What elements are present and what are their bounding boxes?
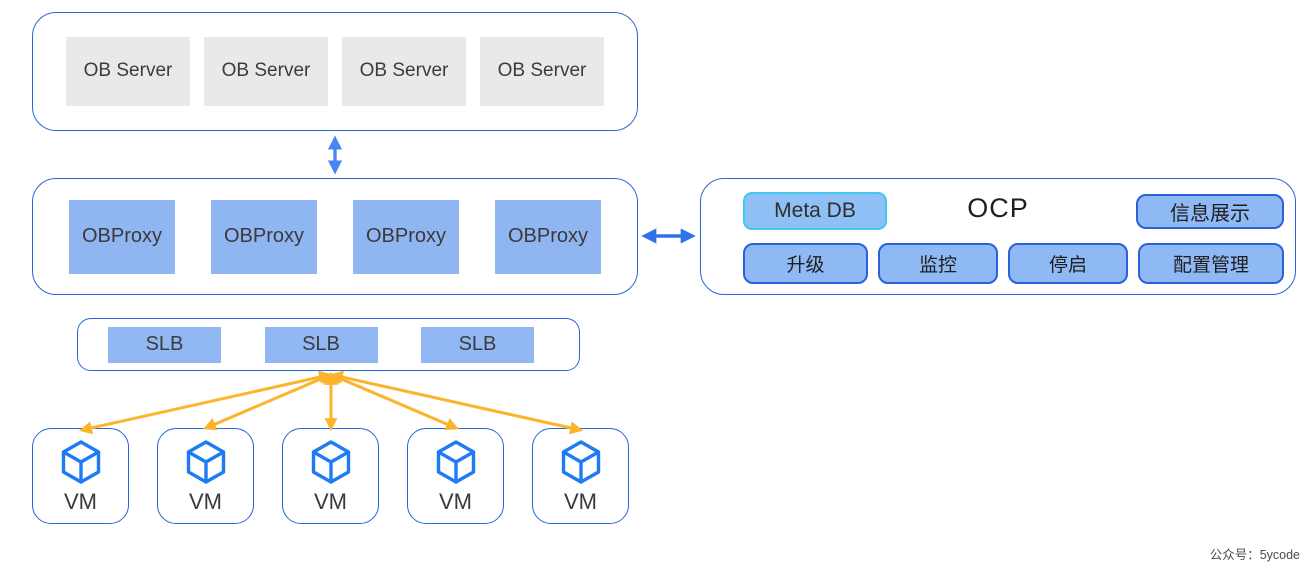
slb-vm2-arrow bbox=[202, 372, 334, 431]
vm-node: VM bbox=[32, 428, 129, 524]
ocp-panel: OCP Meta DB 信息展示 升级 监控 停启 配置管理 bbox=[700, 178, 1296, 295]
ob-server-cluster: OB Server OB Server OB Server OB Server bbox=[32, 12, 638, 131]
cube-icon bbox=[61, 440, 100, 484]
slb-vm4-arrow bbox=[328, 372, 460, 431]
ob-server-node: OB Server bbox=[204, 37, 328, 106]
ocp-config-mgmt-box: 配置管理 bbox=[1138, 243, 1284, 284]
cube-icon bbox=[561, 440, 600, 484]
vm-node: VM bbox=[282, 428, 379, 524]
obproxy-node: OBProxy bbox=[353, 199, 459, 274]
obproxy-node: OBProxy bbox=[69, 199, 175, 274]
watermark-text: 公众号：5ycode bbox=[1209, 548, 1300, 562]
vm-label: VM bbox=[64, 489, 97, 514]
cube-icon bbox=[311, 440, 350, 484]
obproxy-node: OBProxy bbox=[495, 199, 601, 274]
obproxy-node: OBProxy bbox=[211, 199, 317, 274]
ob-server-node: OB Server bbox=[480, 37, 604, 106]
cube-icon bbox=[186, 440, 225, 484]
vm-label: VM bbox=[439, 489, 472, 514]
ob-server-node: OB Server bbox=[342, 37, 466, 106]
vm-label: VM bbox=[189, 489, 222, 514]
slb-vm5-arrow bbox=[329, 370, 584, 435]
ocp-upgrade-box: 升级 bbox=[743, 243, 868, 284]
ocp-stop-start-box: 停启 bbox=[1008, 243, 1128, 284]
vm-label: VM bbox=[314, 489, 347, 514]
cube-icon bbox=[436, 440, 475, 484]
slb-vm1-arrow bbox=[78, 370, 333, 435]
vm-node: VM bbox=[532, 428, 629, 524]
slb-cluster: SLB SLB SLB bbox=[77, 318, 580, 371]
ob-server-node: OB Server bbox=[66, 37, 190, 106]
obproxy-cluster: OBProxy OBProxy OBProxy OBProxy bbox=[32, 178, 638, 295]
vm-node: VM bbox=[407, 428, 504, 524]
slb-node: SLB bbox=[108, 326, 221, 363]
vm-node: VM bbox=[157, 428, 254, 524]
ocp-monitor-box: 监控 bbox=[878, 243, 998, 284]
ocp-title: OCP bbox=[967, 193, 1029, 223]
vm-label: VM bbox=[564, 489, 597, 514]
slb-node: SLB bbox=[264, 326, 378, 363]
slb-node: SLB bbox=[421, 326, 534, 363]
ocp-info-display-box: 信息展示 bbox=[1136, 194, 1284, 229]
meta-db-box: Meta DB bbox=[743, 192, 887, 230]
